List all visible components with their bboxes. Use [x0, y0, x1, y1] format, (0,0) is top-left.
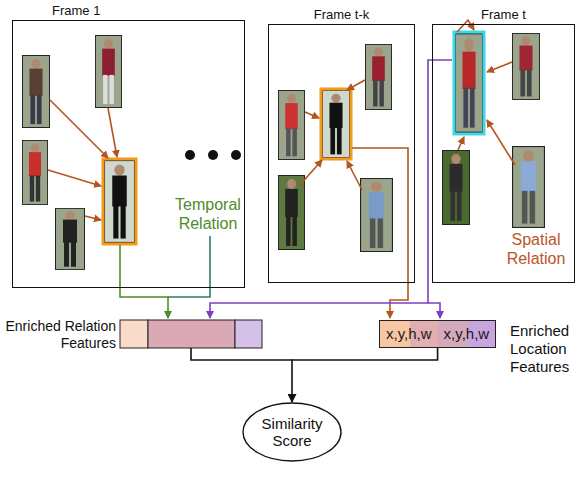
location-features-label: Enriched Location Features — [510, 322, 582, 376]
temporal-label: Temporal Relation — [160, 195, 256, 233]
score-label: Similarity Score — [256, 415, 328, 449]
frame-border — [268, 24, 415, 283]
frame-title: Frame t — [432, 7, 575, 22]
video-frame: Frame t-k — [268, 7, 415, 283]
connector — [292, 348, 438, 402]
spatial-label: Spatial Relation — [498, 230, 574, 268]
frame-title: Frame 1 — [12, 3, 245, 18]
feature-segment: x,y,h,w — [380, 321, 438, 347]
feature-segment: x,y,h,w — [438, 321, 496, 347]
relation-features-label: Enriched Relation Features — [3, 318, 116, 352]
location-feature-bar: x,y,h,wx,y,h,w — [379, 320, 496, 348]
frame-border — [12, 20, 245, 288]
frame-title: Frame t-k — [268, 7, 415, 22]
score-ellipse: Similarity Score — [242, 402, 342, 462]
video-frame: Frame 1 — [12, 3, 245, 288]
